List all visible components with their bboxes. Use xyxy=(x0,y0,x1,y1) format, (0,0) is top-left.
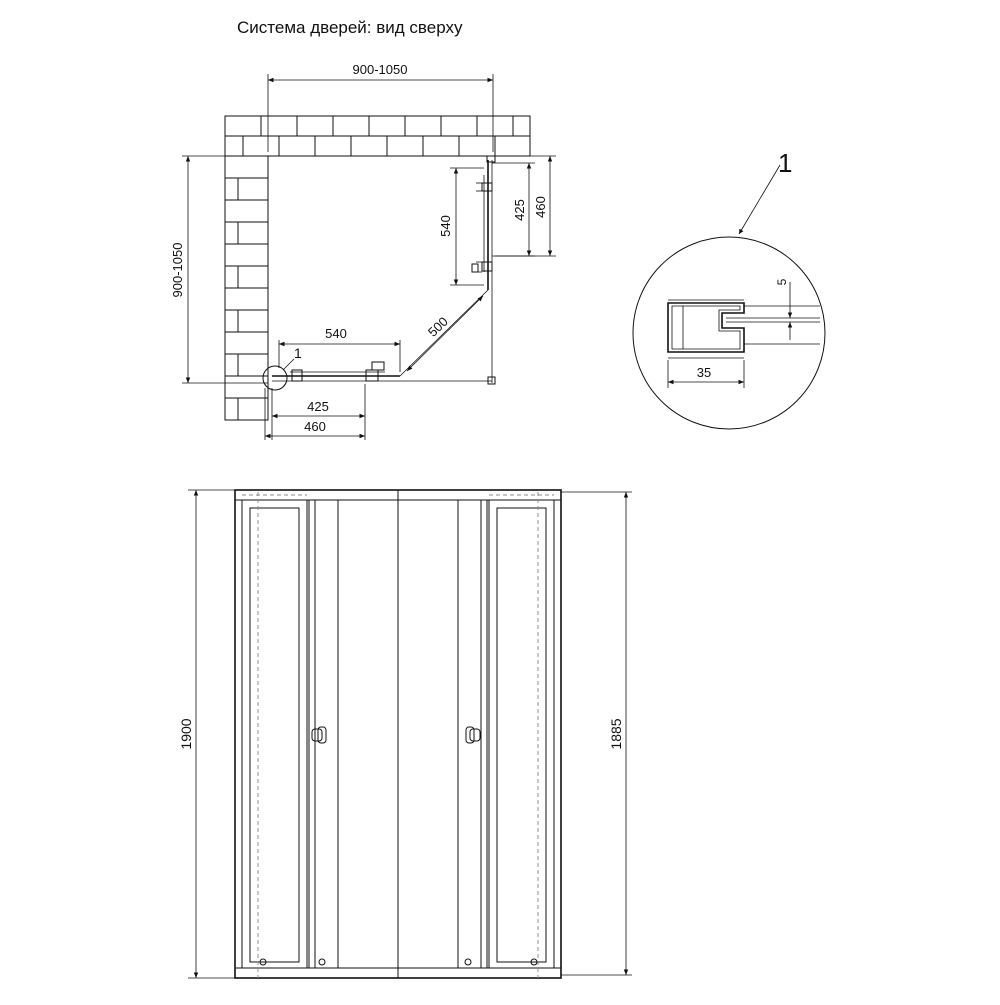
brick xyxy=(237,309,269,333)
brick xyxy=(224,243,269,267)
dim-gap: 5 xyxy=(775,278,793,340)
brick xyxy=(237,397,269,421)
dim-height-left-label: 1900 xyxy=(178,718,194,749)
dim-diagonal-label: 500 xyxy=(425,314,451,340)
dim-height-right: 1885 xyxy=(561,491,632,976)
dim-bottom-425: 425 xyxy=(271,384,366,440)
brick xyxy=(224,331,269,355)
dim-right-540: 540 xyxy=(438,167,484,286)
brick xyxy=(224,265,239,289)
dim-left-depth-label: 900-1050 xyxy=(170,243,185,298)
door-profile xyxy=(667,299,820,359)
brick xyxy=(224,115,262,137)
brick xyxy=(237,353,269,377)
brick xyxy=(224,353,239,377)
dim-profile-width-label: 35 xyxy=(697,365,711,380)
detail-callout: 1 xyxy=(778,148,792,178)
brick xyxy=(242,135,280,157)
dim-right-540-label: 540 xyxy=(438,215,453,237)
front-view: 1900 1885 xyxy=(178,489,632,979)
dim-bottom-425-label: 425 xyxy=(307,399,329,414)
brick xyxy=(422,135,460,157)
dim-bottom-540: 540 xyxy=(278,326,401,372)
detail-marker-circle xyxy=(262,365,288,391)
brick xyxy=(260,115,298,137)
bottom-panel xyxy=(272,289,492,382)
right-handle xyxy=(465,726,481,744)
dim-left-depth: 900-1050 xyxy=(170,155,268,384)
dim-diagonal: 500 xyxy=(406,295,484,372)
brick xyxy=(332,115,370,137)
brick xyxy=(224,309,239,333)
brick xyxy=(350,135,388,157)
brick xyxy=(237,177,269,201)
right-panel xyxy=(471,155,496,385)
dim-right-460: 460 xyxy=(495,155,556,257)
brick xyxy=(404,115,442,137)
brick xyxy=(296,115,334,137)
brick xyxy=(440,115,478,137)
dim-top-width-label: 900-1050 xyxy=(353,62,408,77)
dim-right-425-label: 425 xyxy=(512,199,527,221)
brick xyxy=(314,135,352,157)
brick xyxy=(224,199,269,223)
brick-walls xyxy=(224,115,531,421)
detail-circle xyxy=(632,236,826,430)
brick xyxy=(278,135,316,157)
drawing-title: Система дверей: вид сверху xyxy=(237,18,463,37)
top-view: 1 900-1050 900-1050 540 425 xyxy=(170,62,556,440)
brick xyxy=(224,287,269,311)
dim-height-right-label: 1885 xyxy=(608,718,624,749)
detail-view: 1 5 35 xyxy=(632,148,826,430)
brick xyxy=(494,135,531,157)
brick xyxy=(476,115,514,137)
dim-height-left: 1900 xyxy=(178,489,235,979)
dim-right-460-label: 460 xyxy=(533,196,548,218)
brick xyxy=(224,221,239,245)
brick xyxy=(224,375,269,399)
brick xyxy=(512,115,531,137)
brick xyxy=(224,135,244,157)
brick xyxy=(224,397,239,421)
brick xyxy=(386,135,424,157)
brick xyxy=(224,155,269,179)
left-handle xyxy=(311,726,327,744)
dim-profile-width: 35 xyxy=(667,360,745,388)
dim-bottom-540-label: 540 xyxy=(325,326,347,341)
dim-top-width: 900-1050 xyxy=(267,62,494,152)
dim-bottom-460: 460 xyxy=(264,388,365,440)
dim-bottom-460-label: 460 xyxy=(304,419,326,434)
dim-right-425: 425 xyxy=(492,162,535,257)
brick xyxy=(458,135,496,157)
brick xyxy=(224,177,239,201)
detail-marker-label: 1 xyxy=(294,345,302,361)
brick xyxy=(237,265,269,289)
brick xyxy=(368,115,406,137)
bottom-rollers xyxy=(259,958,538,966)
dim-gap-label: 5 xyxy=(775,278,789,285)
brick xyxy=(237,221,269,245)
